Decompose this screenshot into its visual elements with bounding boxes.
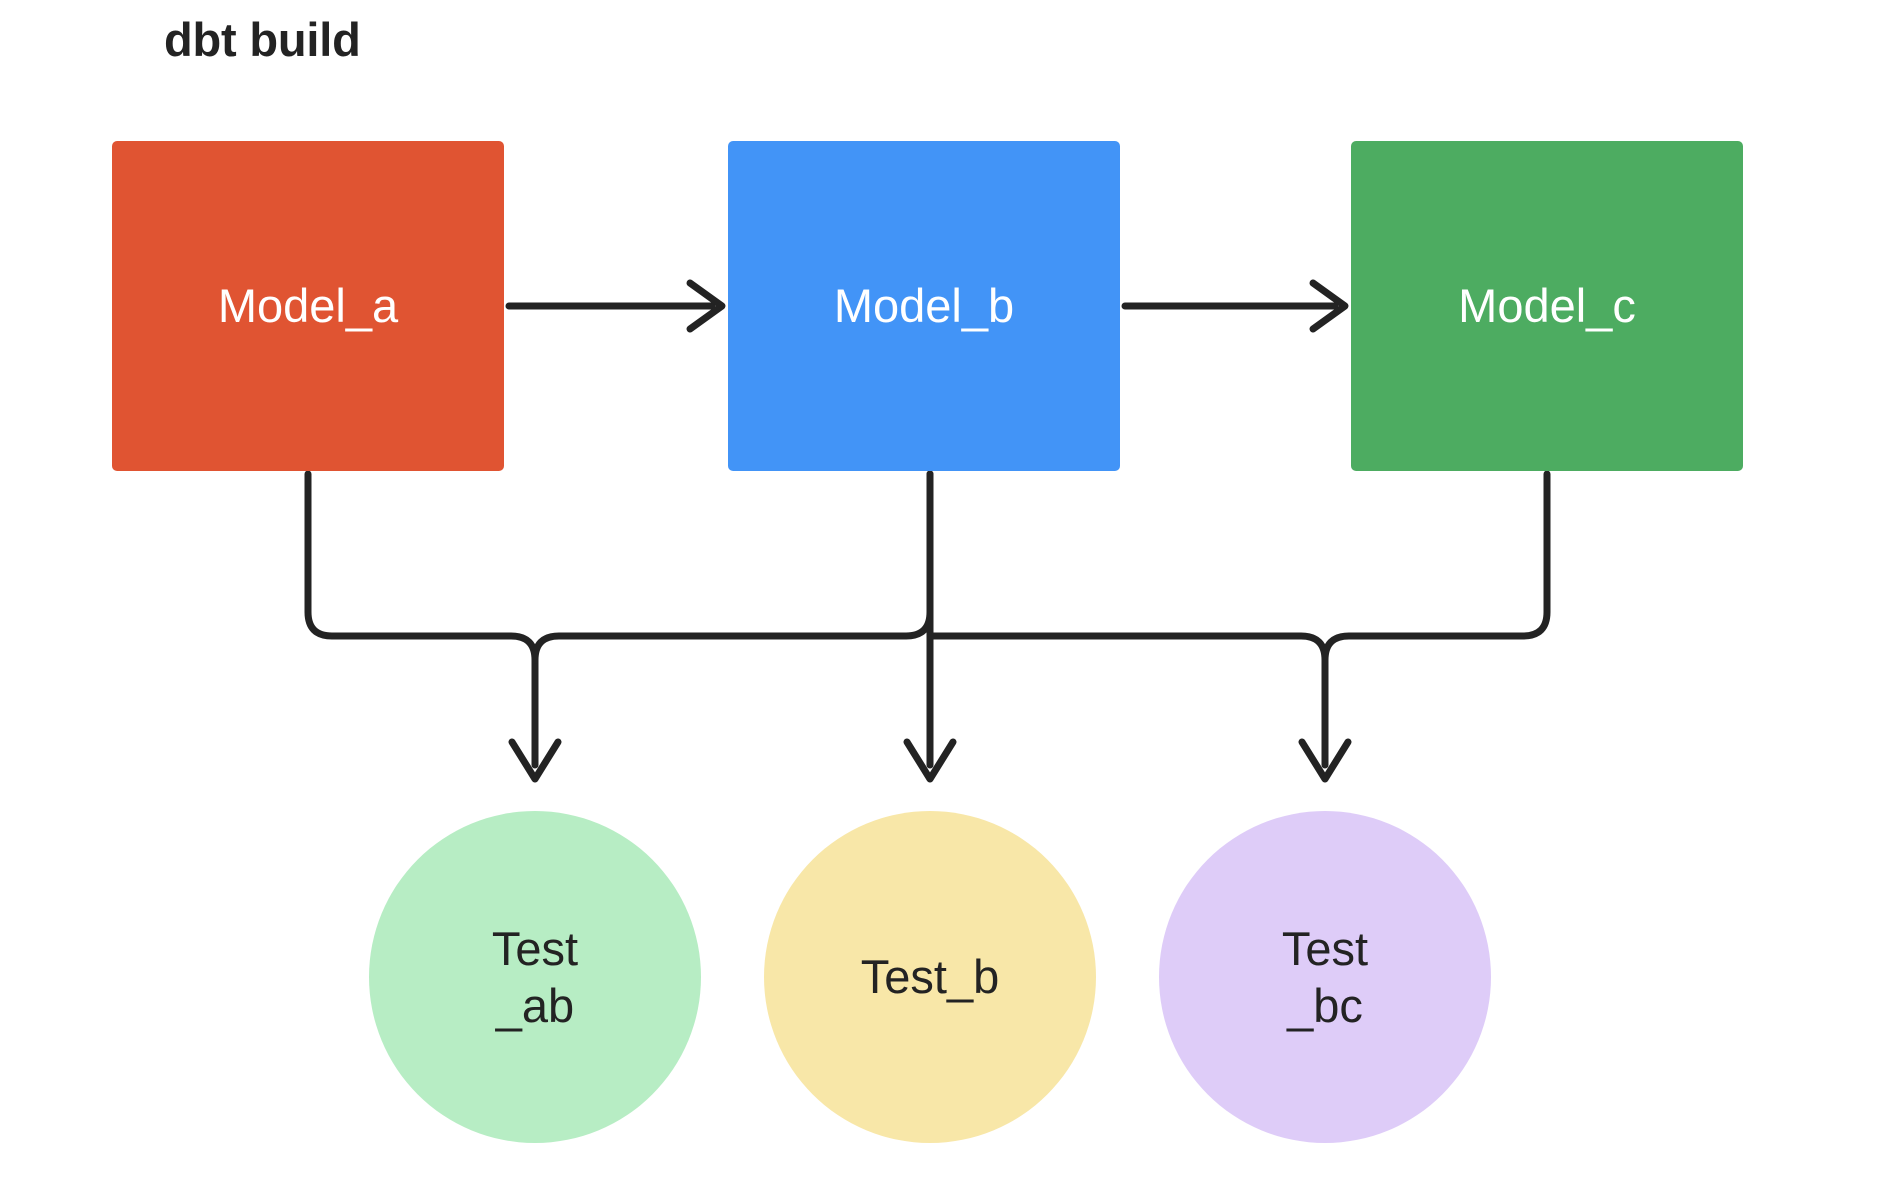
edge-model-a-to-model-b [505, 279, 726, 333]
node-test-bc[interactable]: Test _bc [1159, 811, 1491, 1143]
page-title: dbt build [164, 13, 361, 66]
node-model-a[interactable]: Model_a [112, 141, 504, 471]
edge-model-b-to-test-ab [531, 470, 934, 664]
node-model-a-label: Model_a [217, 278, 399, 332]
node-model-c-label: Model_c [1458, 278, 1636, 332]
edge-model-c-to-test-bc [1298, 470, 1551, 783]
node-test-ab[interactable]: Test _ab [369, 811, 701, 1143]
edge-model-b-to-test-bc [926, 632, 1329, 664]
node-test-ab-label-line1: Test [491, 921, 579, 975]
edge-model-a-to-test-ab [304, 470, 562, 783]
node-test-bc-label-line1: Test [1281, 921, 1369, 975]
node-test-b-label-line1: Test_b [860, 950, 1000, 1004]
node-model-b[interactable]: Model_b [728, 141, 1120, 471]
node-test-bc-label-line2: _bc [1287, 979, 1363, 1032]
node-model-c[interactable]: Model_c [1351, 141, 1743, 471]
node-model-b-label: Model_b [833, 278, 1015, 332]
node-test-ab-label-line2: _ab [495, 979, 575, 1032]
node-test-b[interactable]: Test_b [764, 811, 1096, 1143]
edge-model-b-to-test-b [903, 470, 957, 783]
edge-model-b-to-model-c [1121, 279, 1349, 333]
